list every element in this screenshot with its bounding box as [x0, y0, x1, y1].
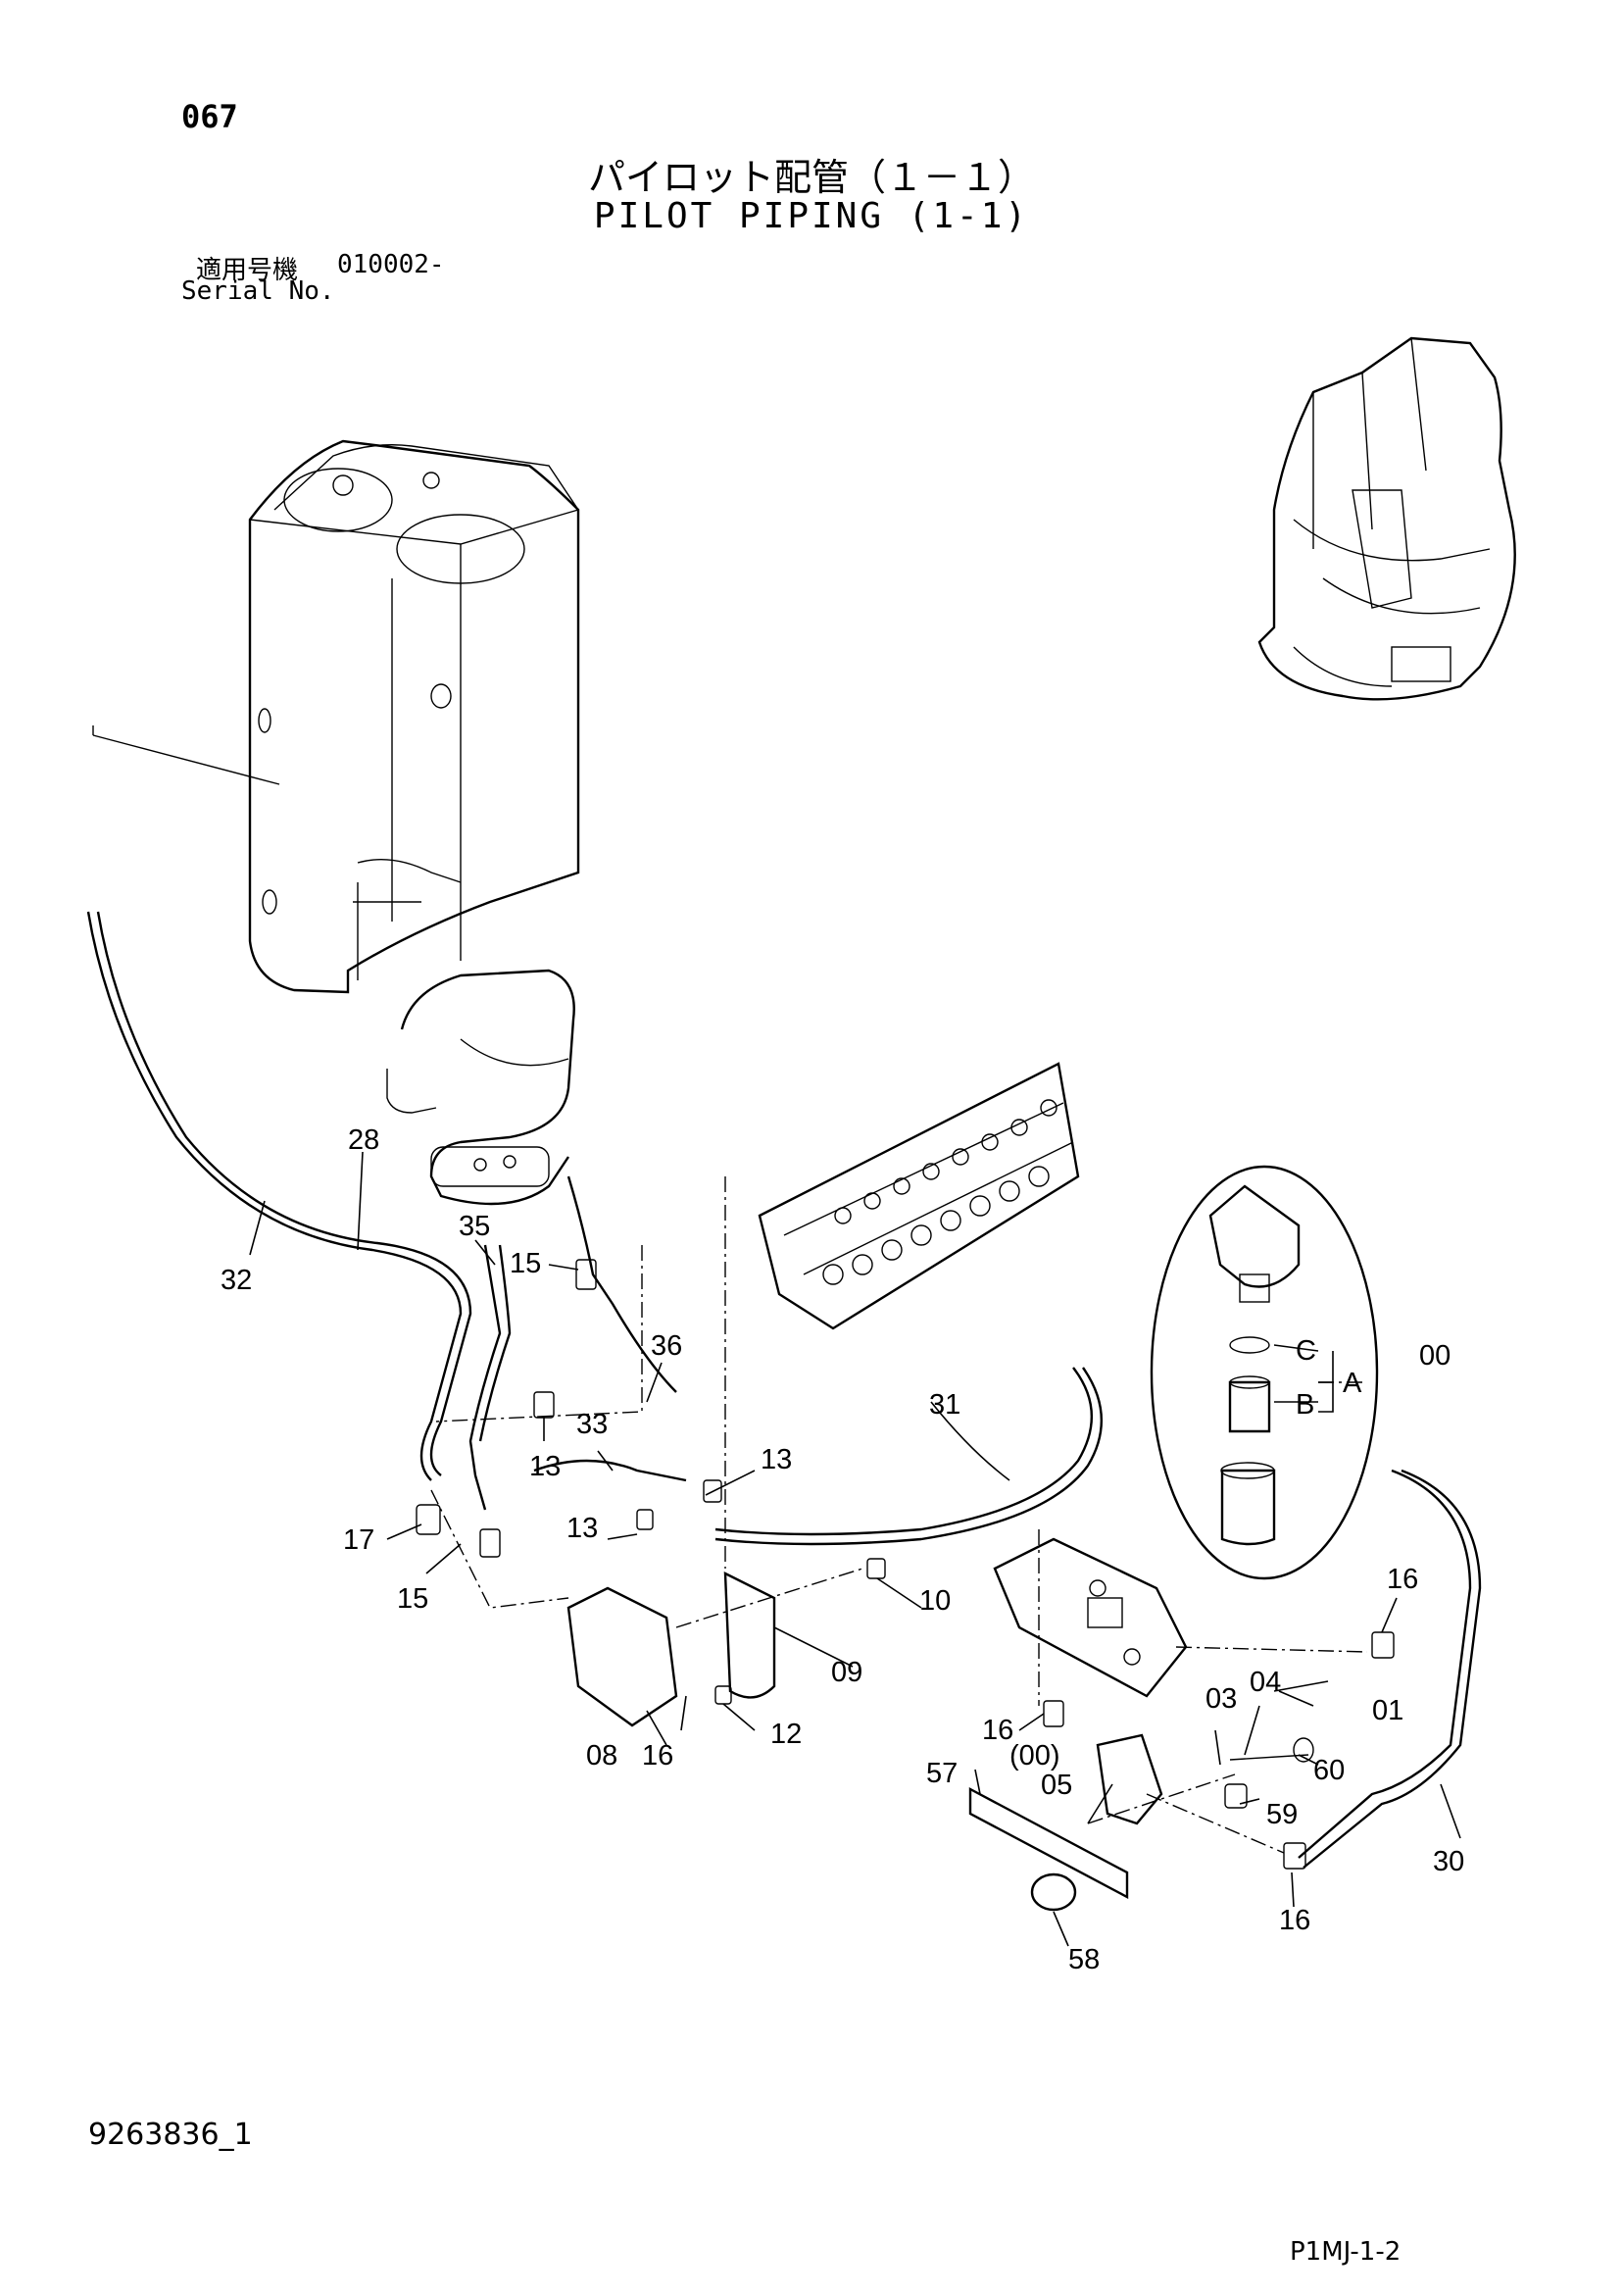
callout-c: C: [1296, 1335, 1316, 1367]
fittings-and-hardware: [416, 1259, 1395, 1912]
control-valve-illustration: [758, 1062, 1080, 1330]
callout-01: 01: [1372, 1695, 1403, 1726]
callout-35: 35: [459, 1211, 490, 1242]
title-japanese: パイロット配管（１－１）: [587, 156, 1035, 199]
title-english: PILOT PIPING (1-1): [593, 196, 1030, 236]
callout-16-lower-right: 16: [1279, 1905, 1310, 1936]
callout-a: A: [1343, 1368, 1362, 1399]
detail-circle-illustration: [1150, 1165, 1379, 1580]
callout-32: 32: [221, 1265, 252, 1296]
callout-12: 12: [770, 1719, 802, 1750]
callout-16-upper-right: 16: [1387, 1564, 1418, 1595]
leader-lines: [249, 1151, 1461, 1947]
callout-30: 30: [1433, 1846, 1464, 1877]
callout-03: 03: [1205, 1683, 1237, 1715]
callout-10: 10: [919, 1585, 951, 1617]
callout-58: 58: [1068, 1944, 1100, 1975]
callout-59: 59: [1266, 1799, 1298, 1830]
callout-13-middle: 13: [566, 1513, 598, 1544]
callout-15-lower: 15: [397, 1583, 428, 1615]
callout-17: 17: [343, 1524, 374, 1556]
callout-b: B: [1296, 1389, 1314, 1421]
callout-00-parenthesized: (00): [1009, 1740, 1060, 1772]
hoses-and-pipes: [86, 911, 1482, 1869]
callout-15-upper: 15: [510, 1248, 541, 1279]
callout-13-left: 13: [529, 1451, 561, 1482]
swing-motor-illustration: [386, 969, 575, 1206]
callout-13-right: 13: [761, 1444, 792, 1475]
callout-31: 31: [929, 1389, 960, 1421]
excavator-cab-illustration: [1257, 336, 1516, 701]
drawing-code: P1MJ-1-2: [1290, 2237, 1402, 2267]
callout-57: 57: [926, 1758, 958, 1789]
serial-value: 010002-: [337, 250, 445, 279]
callout-04: 04: [1250, 1667, 1281, 1698]
serial-label-japanese: 適用号機: [196, 256, 299, 285]
valve-block-illustration: [993, 1537, 1188, 1698]
callout-labels: 28 32 35 15 36 33 13 31 13 13 17 15 10 0…: [221, 1124, 1464, 1975]
callout-16-valve: 16: [982, 1715, 1013, 1746]
callout-60: 60: [1313, 1755, 1345, 1786]
tank-frame-illustration: [92, 439, 580, 994]
callout-28: 28: [348, 1124, 379, 1156]
callout-08: 08: [586, 1740, 617, 1772]
page-number: 067: [181, 98, 238, 135]
callout-05: 05: [1041, 1770, 1072, 1801]
callout-33: 33: [576, 1409, 608, 1440]
callout-09: 09: [831, 1657, 862, 1688]
phantom-lines: [430, 1176, 1368, 1854]
document-id: 9263836_1: [88, 2118, 253, 2152]
serial-label-english: Serial No.: [181, 276, 335, 306]
callout-36: 36: [651, 1330, 682, 1362]
callout-16-block: 16: [642, 1740, 673, 1772]
callout-00: 00: [1419, 1340, 1451, 1372]
